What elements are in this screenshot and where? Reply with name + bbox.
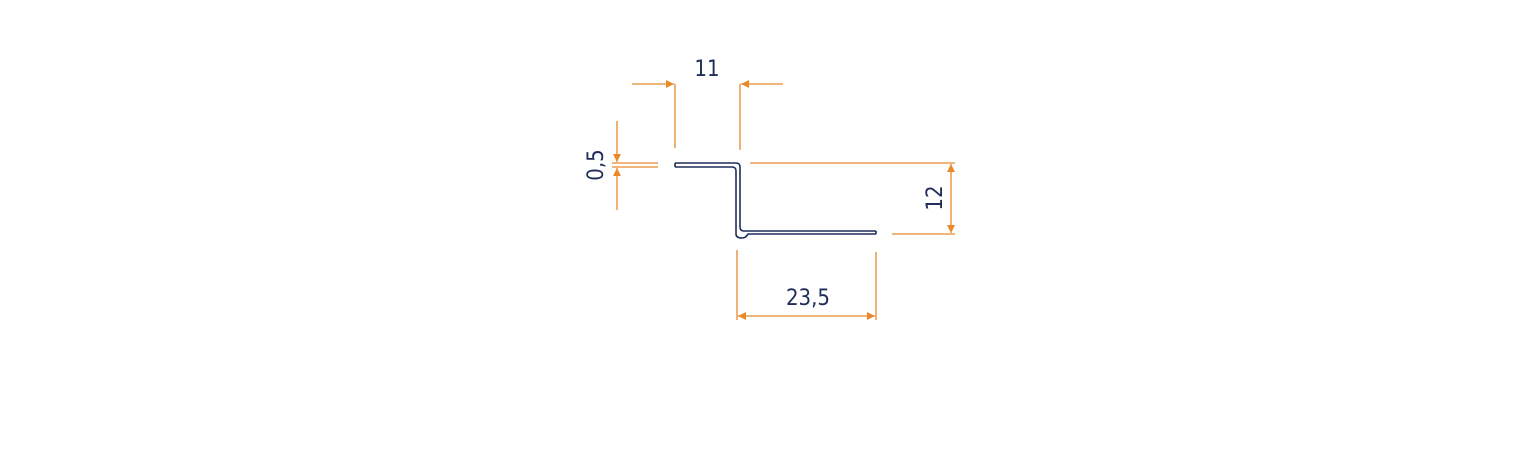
profile-inner-line bbox=[675, 166, 876, 239]
dimension-height bbox=[750, 162, 955, 235]
dim-label-thickness: 0,5 bbox=[584, 149, 609, 180]
profile-outer-line bbox=[675, 162, 876, 232]
dimension-thickness bbox=[612, 121, 658, 210]
z-profile bbox=[674, 162, 877, 239]
dimension-top-width bbox=[632, 80, 783, 150]
dimension-bottom-width bbox=[736, 250, 877, 320]
dim-label-top-width: 11 bbox=[694, 57, 719, 82]
dim-label-height: 12 bbox=[923, 185, 948, 210]
dim-label-bottom-width: 23,5 bbox=[786, 286, 830, 311]
